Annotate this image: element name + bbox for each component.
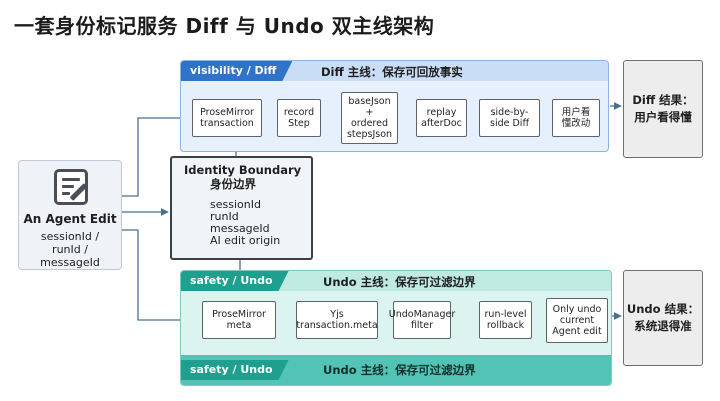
undo-lane-tag: safety / Undo [181,271,289,291]
agent-field: sessionId / [40,230,100,243]
identity-field: messageId [210,222,270,235]
edit-document-icon [54,169,88,205]
identity-field: runId [210,210,239,223]
undo-result-text: 系统退得准 [634,319,692,333]
agent-edit-title: An Agent Edit [23,212,117,226]
identity-field: AI edit origin [210,234,281,247]
undo-lane-footer-bar: safety / Undo Undo 主线：保存可过滤边界 [181,355,611,385]
agent-field: messageId [40,256,100,269]
identity-fields: sessionId runId messageId AI edit origin [210,199,280,247]
diff-node-user-understands: 用户看懂改动 [552,99,600,137]
identity-boundary-title: Identity Boundary [184,163,302,177]
identity-field: sessionId [210,198,261,211]
identity-boundary-subtitle: 身份边界 [210,177,256,191]
undo-result-title: Undo 结果： [626,302,700,316]
undo-footer-title: Undo 主线：保存可过滤边界 [323,363,476,377]
diff-result-text: 用户看得懂 [634,110,692,124]
undo-lane-title: Undo 主线：保存可过滤边界 [323,275,476,289]
diff-node-side-by-side: side-by-side Diff [479,99,540,137]
undo-result-box: Undo 结果： 系统退得准 [623,270,703,366]
diff-lane-title: Diff 主线：保存可回放事实 [321,65,463,79]
diff-result-box: Diff 结果： 用户看得懂 [623,60,703,158]
diff-result-title: Diff 结果： [632,93,694,107]
identity-boundary-box: Identity Boundary 身份边界 sessionId runId m… [170,156,313,260]
diff-lane-tag: visibility / Diff [181,61,292,81]
undo-footer-tag: safety / Undo [181,360,289,380]
diagram-title: 一套身份标记服务 Diff 与 Undo 双主线架构 [14,14,435,38]
agent-edit-card: An Agent Edit sessionId / runId / messag… [18,160,122,270]
agent-edit-fields: sessionId / runId / messageId [19,230,121,269]
agent-field: runId / [52,243,88,256]
